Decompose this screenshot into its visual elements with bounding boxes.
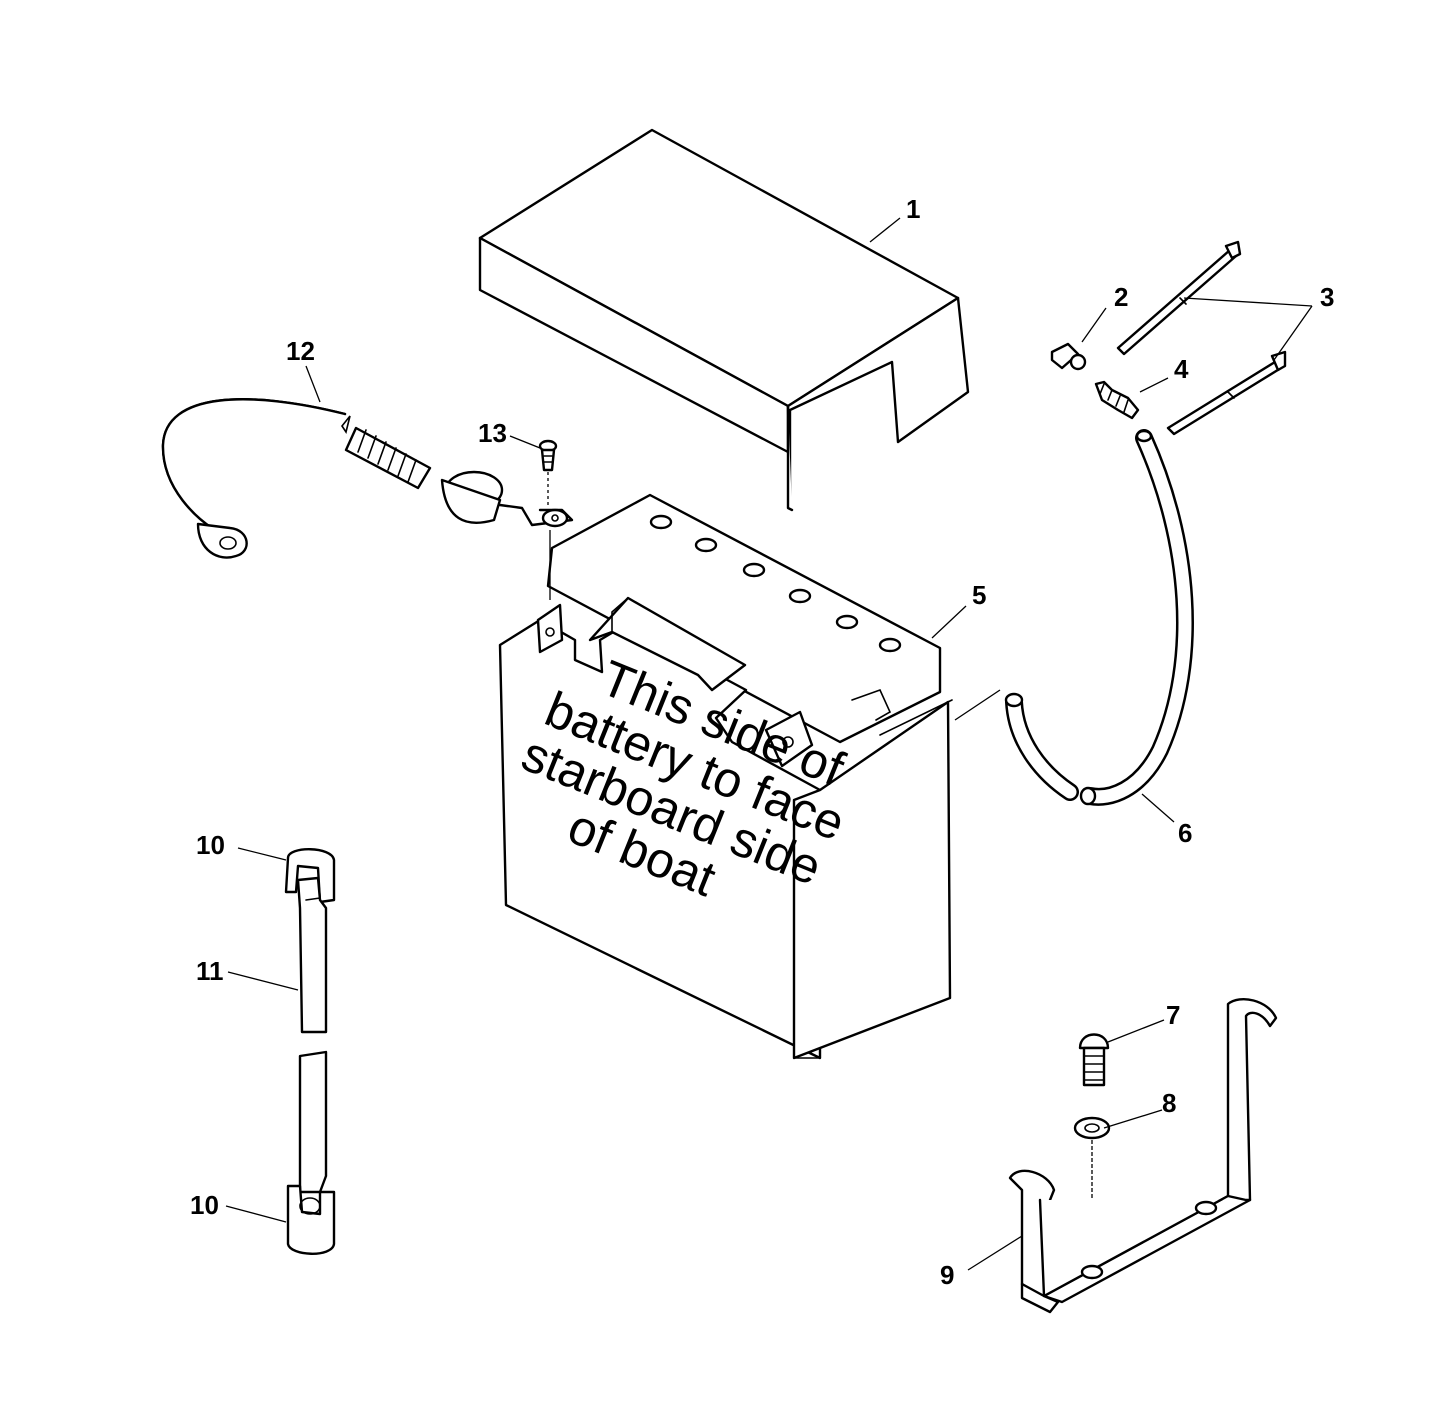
cable-tie-lower <box>1166 350 1287 436</box>
vent-elbow-fitting <box>1050 342 1087 371</box>
battery: This side of battery to face starboard s… <box>498 493 953 1060</box>
callout-4: 4 <box>1174 354 1189 384</box>
callout-numbers: 1 2 3 4 5 6 7 8 9 10 11 10 12 13 <box>190 194 1334 1290</box>
callout-10-top: 10 <box>196 830 225 860</box>
callout-9: 9 <box>940 1260 954 1290</box>
terminal-screw <box>538 439 558 600</box>
battery-strap-lower <box>286 1050 336 1255</box>
callout-6: 6 <box>1178 818 1192 848</box>
battery-terminal-positive <box>764 710 814 768</box>
callout-3: 3 <box>1320 282 1334 312</box>
battery-strap-upper <box>284 848 336 1034</box>
battery-cover <box>478 128 970 512</box>
battery-terminal-negative <box>536 603 564 654</box>
callout-12: 12 <box>286 336 315 366</box>
callout-13: 13 <box>478 418 507 448</box>
callout-8: 8 <box>1162 1088 1176 1118</box>
leader-lines <box>225 217 1313 1271</box>
callout-1: 1 <box>906 194 920 224</box>
callout-7: 7 <box>1166 1000 1180 1030</box>
callout-2: 2 <box>1114 282 1128 312</box>
battery-cable <box>161 398 574 559</box>
vent-hose <box>954 429 1194 806</box>
callout-11: 11 <box>196 956 224 986</box>
vent-caps <box>649 514 902 653</box>
battery-hold-down-bracket <box>1008 998 1278 1314</box>
cable-tie-upper <box>1116 240 1242 356</box>
bracket-bolt <box>1078 1033 1110 1087</box>
vent-fitting <box>1094 380 1140 420</box>
callout-5: 5 <box>972 580 986 610</box>
callout-10-bottom: 10 <box>190 1190 219 1220</box>
